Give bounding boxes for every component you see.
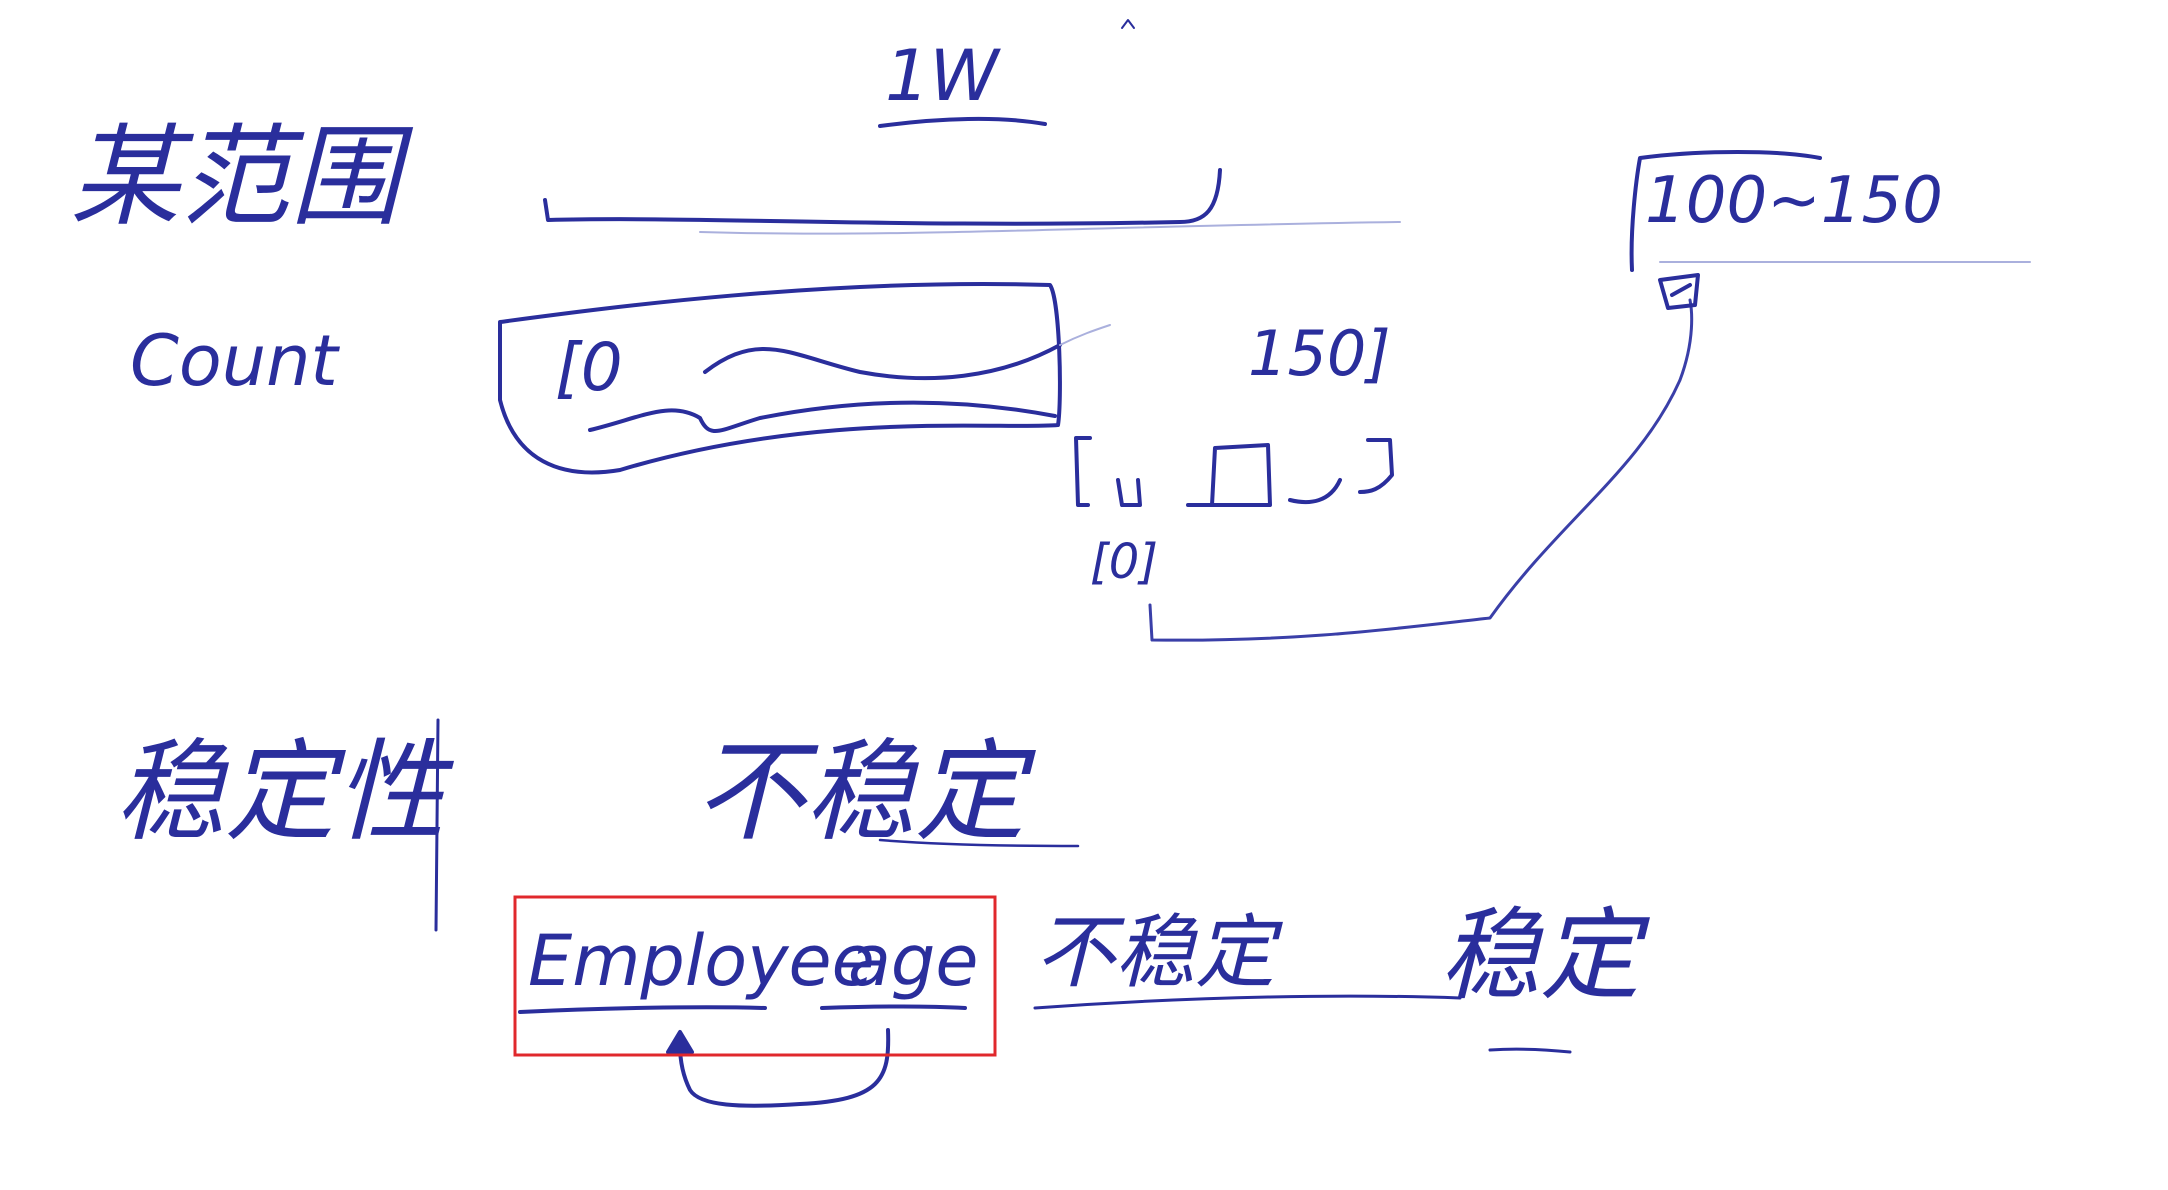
stable-label-text: 稳定性 bbox=[115, 728, 455, 856]
unstable-label-text: 不稳定 bbox=[695, 728, 1036, 856]
employee-age-highlight-box bbox=[513, 895, 997, 1057]
count-loop-inner-bottom bbox=[588, 400, 1057, 433]
range-label-text: 某范围 bbox=[70, 113, 414, 241]
stable-right-text: 稳定 bbox=[1440, 897, 1650, 1014]
employee-underline bbox=[518, 1005, 767, 1014]
middle-bracket-u bbox=[1116, 478, 1142, 507]
stable-right-underline bbox=[1488, 1047, 1572, 1054]
bracket-zero-text: [0 bbox=[555, 329, 623, 406]
not-stable-right-underline bbox=[1033, 994, 1462, 1010]
middle-bracket-right bbox=[1358, 438, 1394, 494]
middle-bracket-hook bbox=[1288, 478, 1342, 505]
range-bracket-line bbox=[543, 168, 1222, 226]
middle-bracket-base bbox=[1186, 443, 1272, 507]
zero-bracket-text: [0] bbox=[1090, 534, 1158, 590]
employee-text: Employee bbox=[528, 920, 875, 1002]
age-underline bbox=[820, 1004, 967, 1010]
connector-curve bbox=[1148, 298, 1694, 642]
range-100-150-text: 100~150 bbox=[1645, 164, 1943, 238]
one-w-underline bbox=[878, 116, 1047, 128]
age-to-employee-arrow bbox=[678, 1028, 891, 1108]
range-box-mark bbox=[1658, 273, 1700, 310]
not-stable-right-text: 不稳定 bbox=[1035, 906, 1283, 999]
range-box-left bbox=[1629, 150, 1822, 272]
count-selection-loop bbox=[498, 282, 1062, 475]
count-text: Count bbox=[130, 320, 340, 402]
unstable-underline bbox=[878, 838, 1080, 848]
top-caret-stroke bbox=[1121, 19, 1135, 29]
count-loop-faint bbox=[1059, 324, 1111, 346]
age-text: age bbox=[848, 920, 978, 1002]
stable-divider bbox=[434, 718, 440, 932]
age-to-employee-arrowhead bbox=[666, 1030, 694, 1054]
one-w-text: 1W bbox=[885, 35, 1002, 117]
bracket-150-text: 150] bbox=[1248, 317, 1391, 390]
range-bracket-faint bbox=[699, 221, 1401, 235]
count-loop-inner-top bbox=[703, 343, 1062, 381]
middle-bracket-left bbox=[1074, 436, 1092, 507]
